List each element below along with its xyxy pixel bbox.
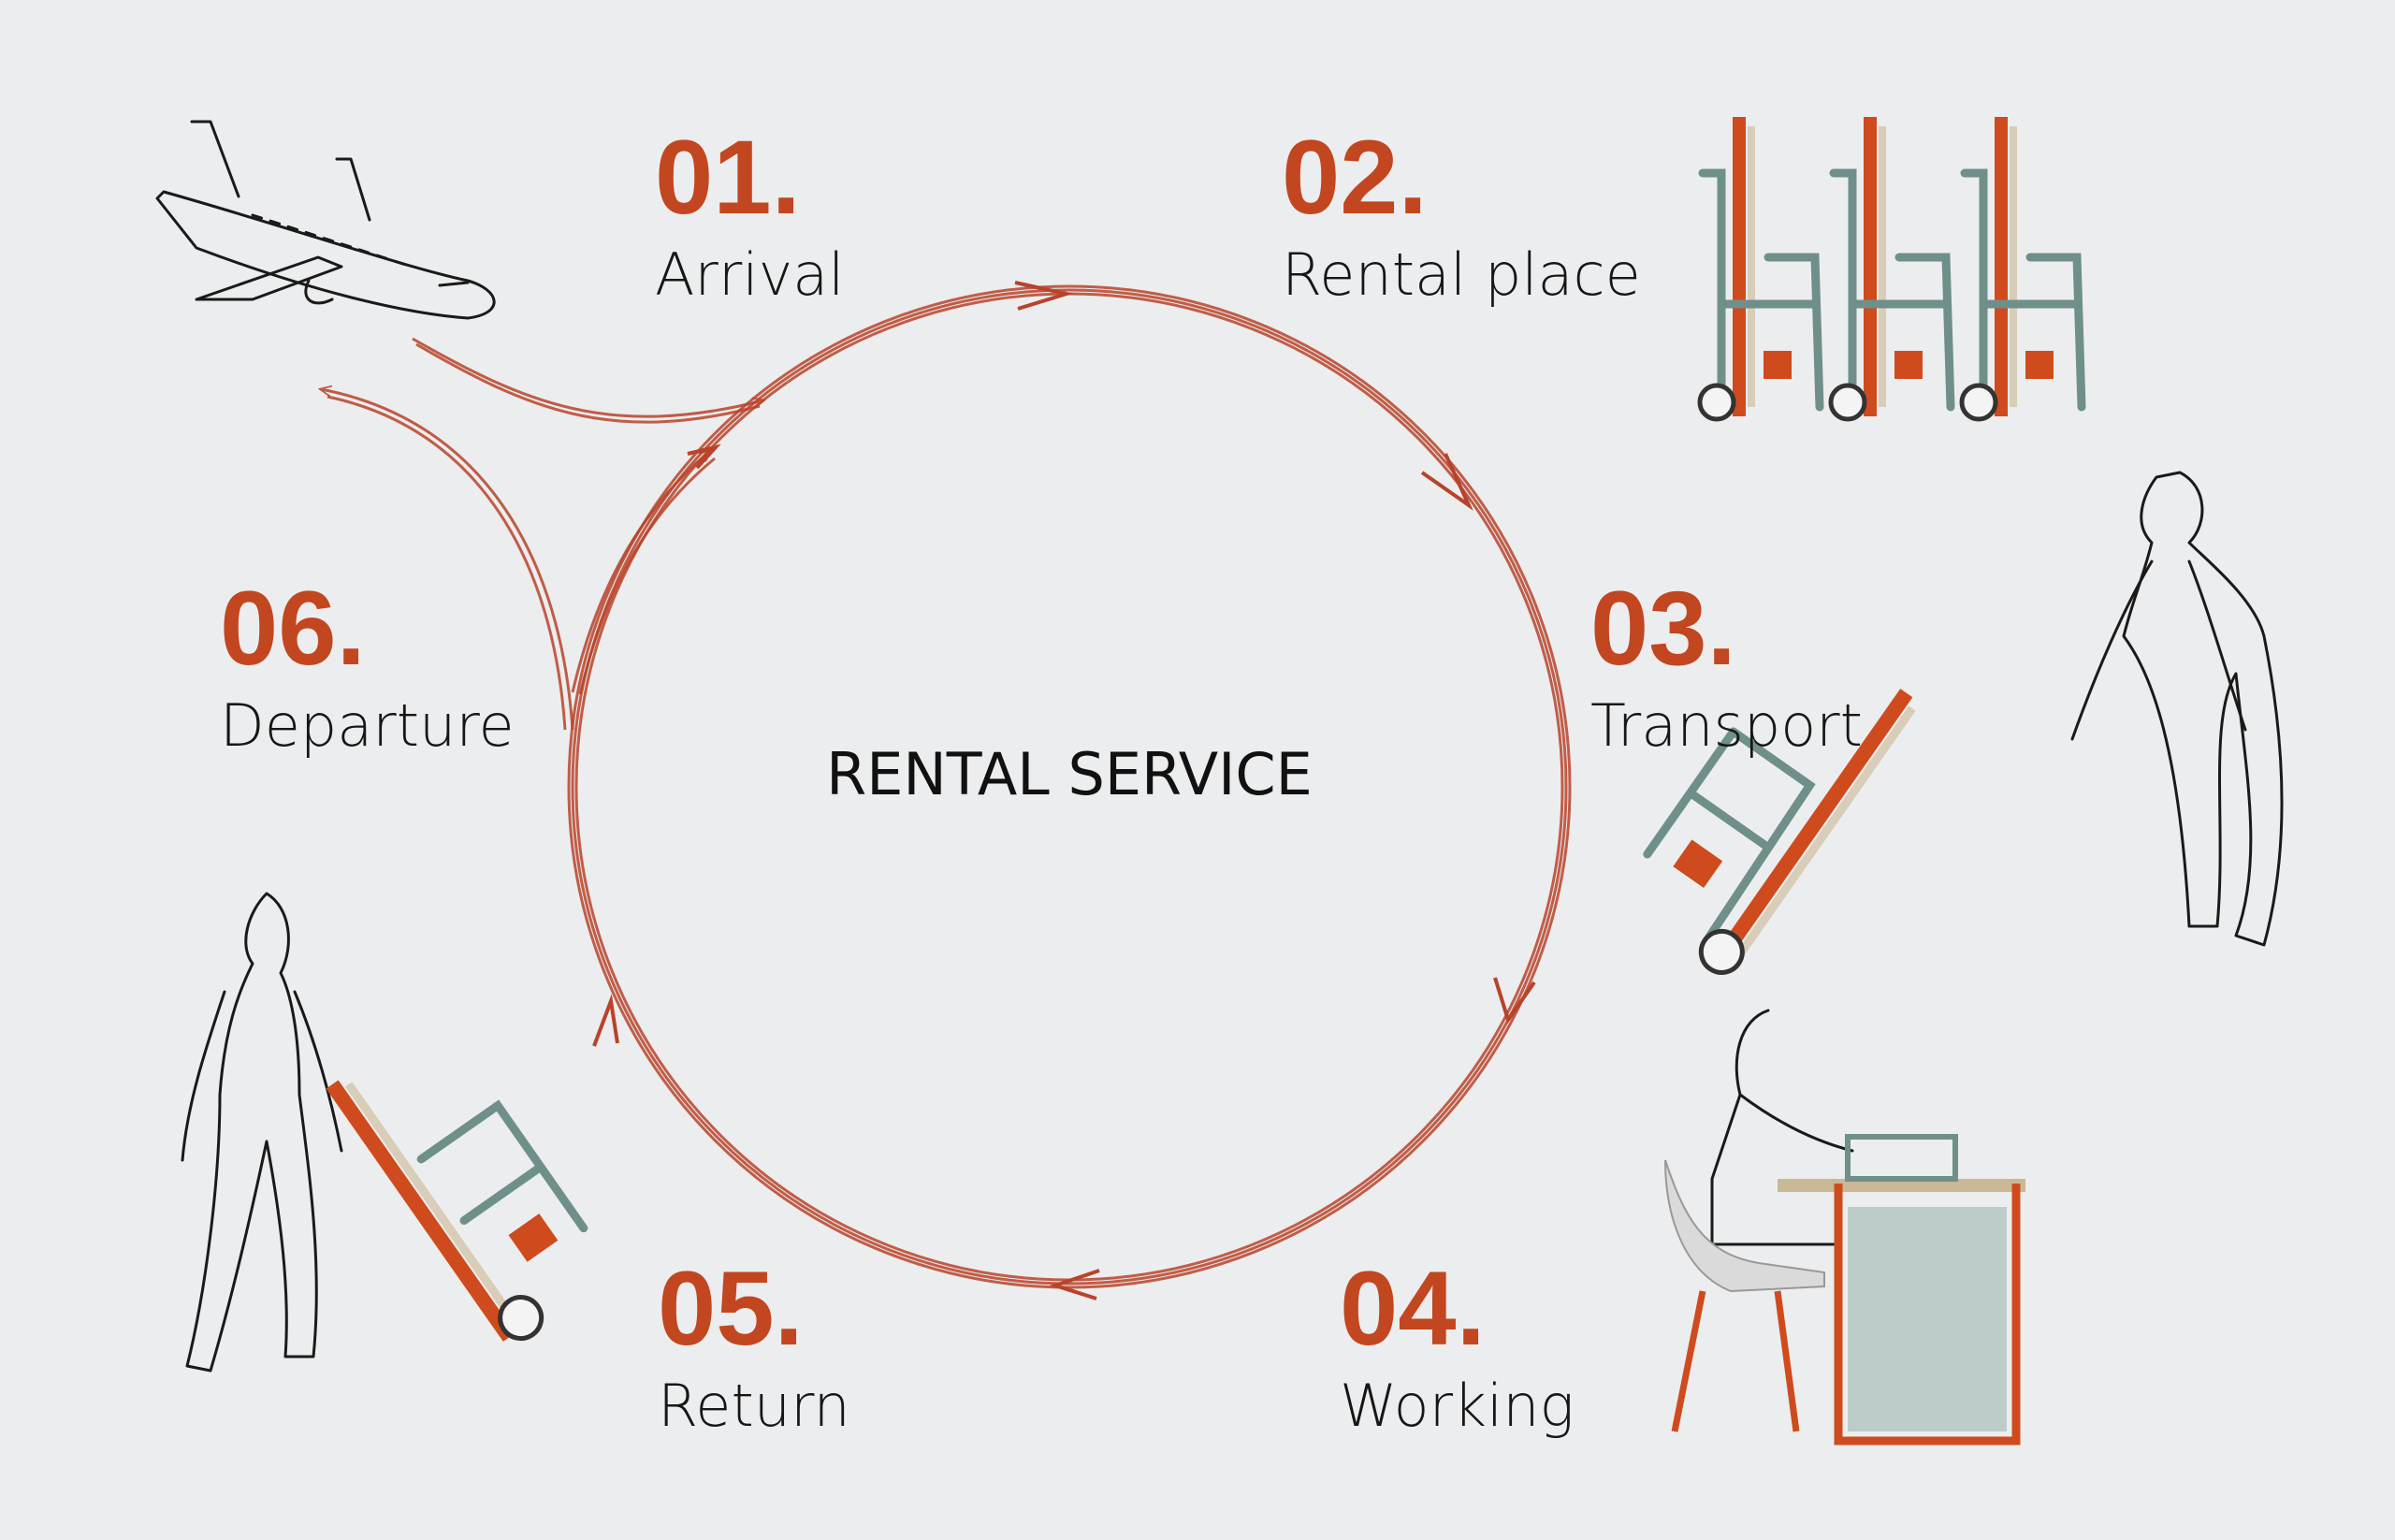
- step-label: Departure: [220, 691, 515, 760]
- step-06: 06. Departure: [220, 570, 515, 760]
- departure-arrow: [321, 389, 716, 731]
- center-title: RENTAL SERVICE: [826, 740, 1313, 808]
- trolley: [1697, 117, 1824, 422]
- trolley: [1959, 117, 2086, 422]
- rental-place-illustration: [1697, 117, 2086, 422]
- working-illustration: [1664, 1009, 2025, 1446]
- step-05: 05. Return: [658, 1250, 850, 1440]
- trolley: [1828, 117, 1955, 422]
- step-label: Working: [1340, 1372, 1575, 1440]
- step-number: 01.: [655, 119, 801, 236]
- step-label: Arrival: [655, 240, 845, 309]
- step-03: 03. Transport: [1590, 570, 1863, 760]
- step-label: Transport: [1590, 691, 1863, 760]
- step-label: Rental place: [1282, 240, 1641, 309]
- step-01: 01. Arrival: [655, 119, 845, 309]
- step-label: Return: [658, 1372, 850, 1440]
- airplane-icon: [155, 120, 496, 320]
- step-number: 06.: [220, 570, 366, 687]
- step-number: 05.: [658, 1250, 804, 1367]
- step-number: 04.: [1340, 1250, 1486, 1367]
- step-02: 02. Rental place: [1282, 119, 1641, 309]
- transport-illustration: [1643, 471, 2284, 975]
- step-number: 03.: [1590, 570, 1736, 687]
- arrival-arrow: [412, 337, 763, 424]
- step-number: 02.: [1282, 119, 1428, 236]
- step-04: 04. Working: [1340, 1250, 1575, 1440]
- return-illustration: [181, 892, 588, 1373]
